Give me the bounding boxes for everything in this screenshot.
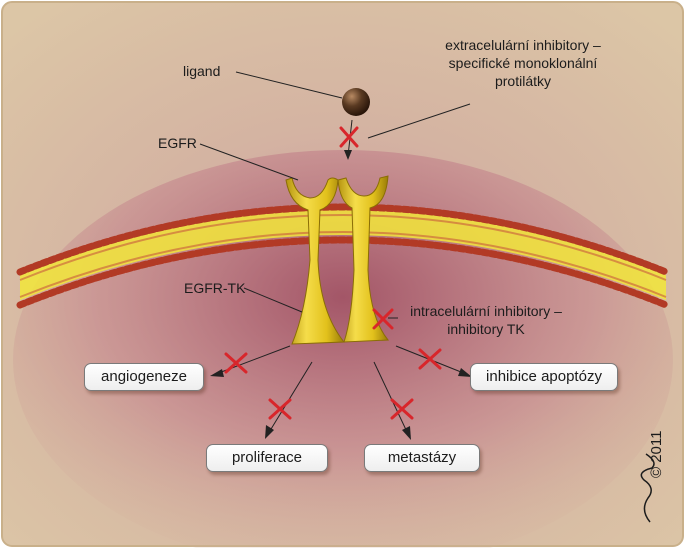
apoptosis-inhibition-box: inhibice apoptózy [470, 363, 618, 391]
ligand-sphere [342, 88, 370, 116]
x-ligand [339, 126, 359, 148]
ligand-leader [235, 71, 343, 99]
extracellular-line1: extracelulární inhibitory – [445, 37, 601, 53]
intracellular-line2: inhibitory TK [447, 321, 525, 337]
x-metastasis [390, 398, 414, 420]
membrane-core [20, 210, 666, 300]
metastasis-box: metastázy [364, 444, 480, 472]
arrow-proliferation [267, 361, 313, 435]
membrane-inner-layer-2 [19, 231, 667, 298]
extracellular-leader [367, 103, 471, 139]
membrane-outer-layer [16, 203, 670, 276]
extracellular-line3: protilátky [494, 73, 552, 89]
x-proliferation [268, 398, 292, 420]
inhibition-marks [224, 126, 442, 420]
egfr-tk-label: EGFR-TK [184, 280, 246, 296]
x-angiogenesis [224, 352, 248, 374]
x-apoptosis [418, 348, 442, 370]
egfr-receptor [285, 175, 390, 345]
egfr-label: EGFR [158, 135, 197, 151]
extracellular-line2: specifické monoklonální [448, 55, 598, 71]
membrane-inner-layer [16, 236, 670, 309]
extracellular-inhibitors-label: extracelulární inhibitory – specifické m… [418, 36, 628, 90]
arrow-metastasis [373, 361, 409, 435]
proliferation-box: proliferace [206, 444, 328, 472]
membrane-outer-layer-2 [19, 214, 667, 281]
ligand-label: ligand [183, 63, 221, 79]
egfr-leader [199, 143, 299, 181]
copyright-notice: © 2011 [648, 430, 665, 478]
intracellular-line1: intracelulární inhibitory – [410, 303, 562, 319]
artist-signature [640, 453, 655, 523]
egfrtk-leader [243, 287, 303, 313]
angiogenesis-box: angiogeneze [84, 363, 204, 391]
x-intracellular [372, 308, 394, 330]
intracellular-inhibitors-label: intracelulární inhibitory – inhibitory T… [398, 302, 574, 338]
